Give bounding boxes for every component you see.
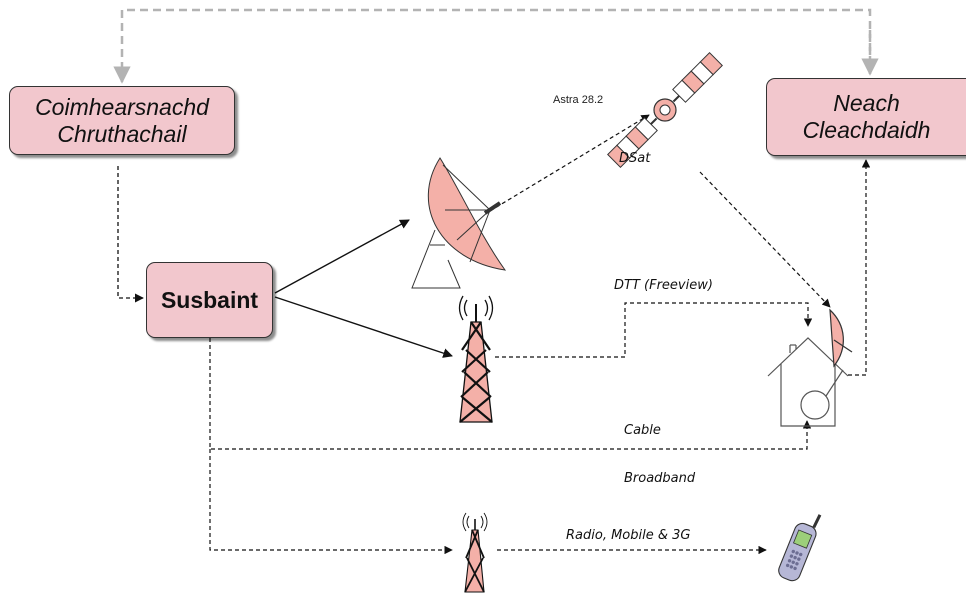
consumer-label-line1: Neach	[833, 90, 900, 116]
mobile-label: Radio, Mobile & 3G	[566, 528, 691, 543]
creative-community-label-line1: Coimhearsnachd	[35, 93, 209, 120]
house-icon	[767, 308, 853, 427]
source-to-content-arrow	[117, 166, 144, 303]
satellite-dish-icon	[411, 157, 507, 289]
consumer-label-line2: Cleachdaidh	[802, 117, 931, 143]
content-to-tower-arrow	[274, 296, 453, 358]
content-box: Susbaint	[146, 262, 273, 338]
content-label: Susbaint	[160, 286, 259, 313]
house-to-consumer-arrow	[848, 159, 871, 376]
uplink-arrow	[489, 114, 650, 212]
cable-label: Cable	[624, 423, 661, 438]
content-to-dish-arrow	[274, 219, 410, 294]
satellite-label: Astra 28.2	[553, 94, 604, 106]
creative-community-box: Coimhearsnachd Chruthachail	[9, 86, 235, 155]
cable-arrow	[209, 338, 812, 450]
dsat-label: DSat	[619, 151, 651, 166]
transmitter-tower-icon	[458, 295, 494, 423]
mobile-phone-icon	[778, 514, 822, 582]
broadband-label: Broadband	[624, 471, 696, 486]
mobile-branch-arrow	[209, 449, 453, 555]
dtt-label: DTT (Freeview)	[614, 278, 713, 293]
feedback-arrow	[113, 8, 872, 84]
satellite-icon	[607, 52, 723, 168]
satellite-downlink-arrow	[699, 171, 831, 308]
consumer-box: Neach Cleachdaidh	[766, 78, 966, 156]
creative-community-label-line2: Chruthachail	[57, 120, 187, 147]
dtt-arrow	[495, 302, 813, 358]
mobile-tower-icon	[462, 512, 488, 593]
